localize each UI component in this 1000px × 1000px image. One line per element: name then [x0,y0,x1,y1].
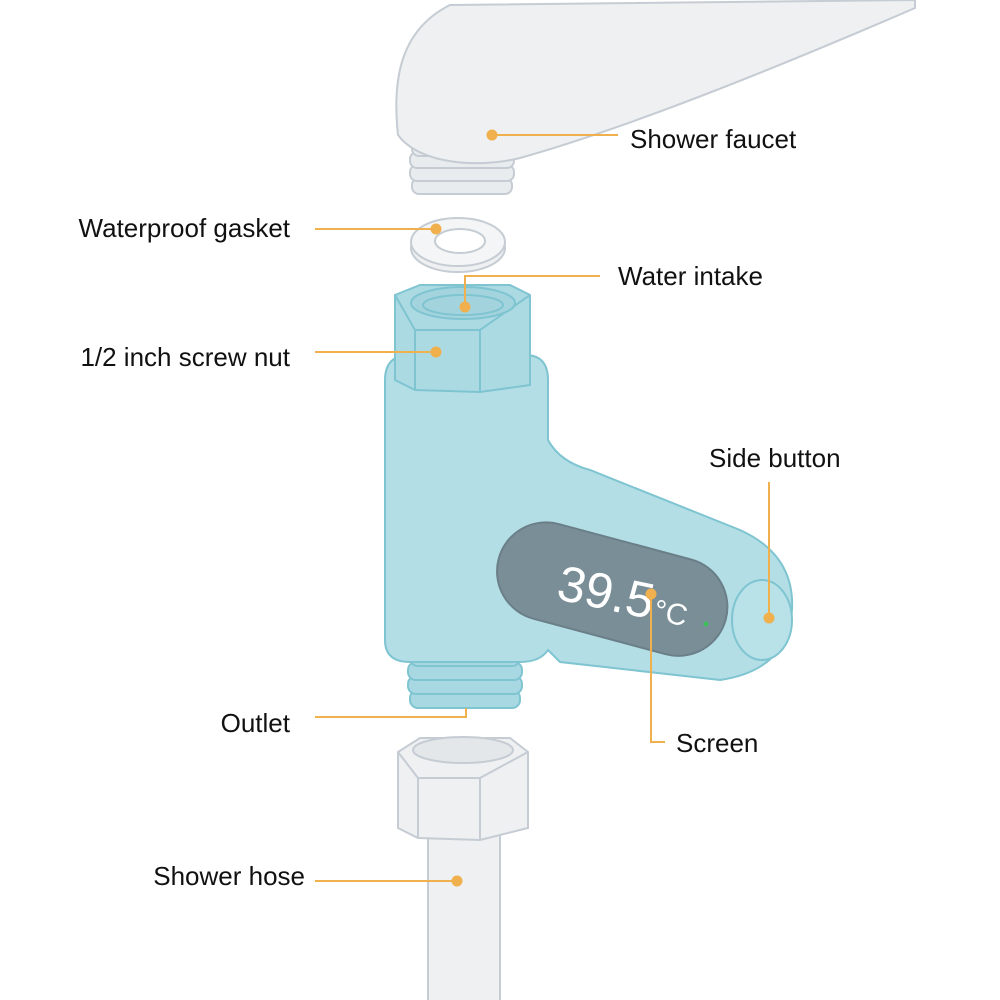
callout-lines [315,134,770,882]
indicator-light [703,621,709,627]
side-button [731,579,793,661]
label-shower-faucet: Shower faucet [630,124,797,154]
temperature-unit: °C [651,594,691,633]
label-side-button: Side button [709,443,841,473]
screen [496,521,729,657]
shower-hose [397,736,529,1000]
waterproof-gasket [410,217,506,273]
label-shower-hose: Shower hose [153,861,305,891]
label-screw-nut: 1/2 inch screw nut [80,342,290,372]
shower-faucet [395,0,916,195]
label-waterproof-gasket: Waterproof gasket [78,213,290,243]
thermometer [384,284,794,709]
label-screen: Screen [676,728,759,758]
label-water-intake: Water intake [618,261,763,291]
label-outlet: Outlet [220,708,290,738]
callout-dots [430,129,775,887]
